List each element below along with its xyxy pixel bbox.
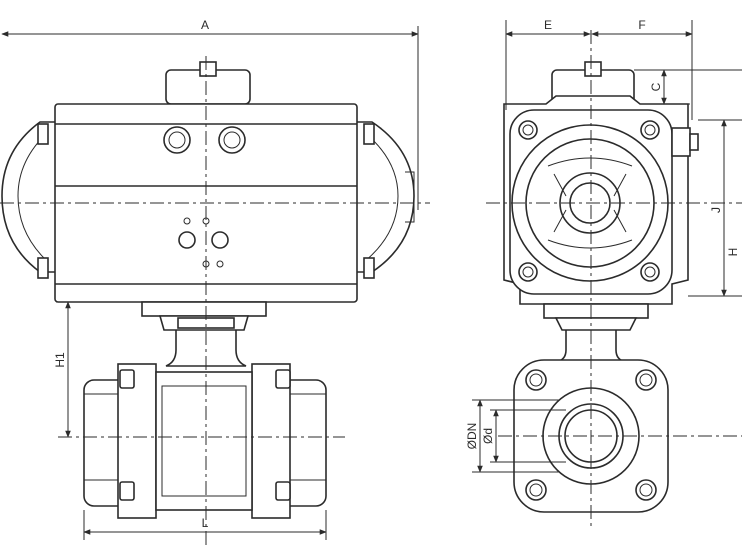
dim-label-dn: ØDN — [465, 423, 479, 450]
dim-label-a: A — [201, 18, 209, 32]
dim-label-d: Ød — [481, 428, 495, 444]
dim-label-j: J — [709, 207, 723, 213]
dim-label-h: H — [726, 248, 740, 257]
dim-label-l: L — [202, 516, 209, 530]
side-view — [503, 61, 699, 513]
dim-label-h1: H1 — [53, 352, 67, 368]
dim-label-c: C — [649, 82, 663, 91]
dim-label-f: F — [638, 18, 645, 32]
front-view — [1, 61, 415, 519]
dim-label-e: E — [544, 18, 552, 32]
dimension-lines — [1, 20, 742, 540]
